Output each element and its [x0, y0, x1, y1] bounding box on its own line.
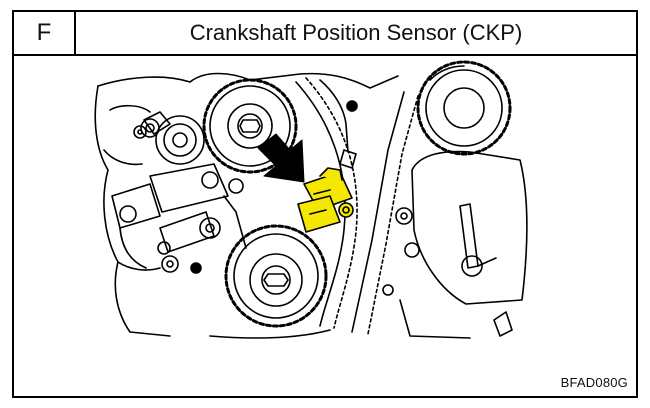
- mounting-bolts: [133, 125, 394, 296]
- upper-right-pulley: [416, 60, 512, 156]
- figure-code: BFAD080G: [560, 375, 628, 390]
- camshaft-sprocket: [202, 78, 298, 174]
- figure-title: Crankshaft Position Sensor (CKP): [189, 20, 523, 45]
- crankshaft-sprocket: [161, 224, 328, 328]
- indicator-arrow: [257, 133, 305, 183]
- crankshaft-position-sensor: [297, 167, 354, 233]
- belt-tensioner: [111, 163, 244, 269]
- section-letter: F: [14, 12, 76, 54]
- engine-block-outline: [94, 72, 471, 339]
- wiring-clip: [319, 79, 358, 169]
- idler-pulley: [140, 111, 205, 165]
- timing-belt: [223, 77, 419, 335]
- figure-frame: F Crankshaft Position Sensor (CKP): [12, 10, 638, 398]
- right-bracket: [395, 150, 528, 337]
- figure-header: F Crankshaft Position Sensor (CKP): [14, 12, 636, 56]
